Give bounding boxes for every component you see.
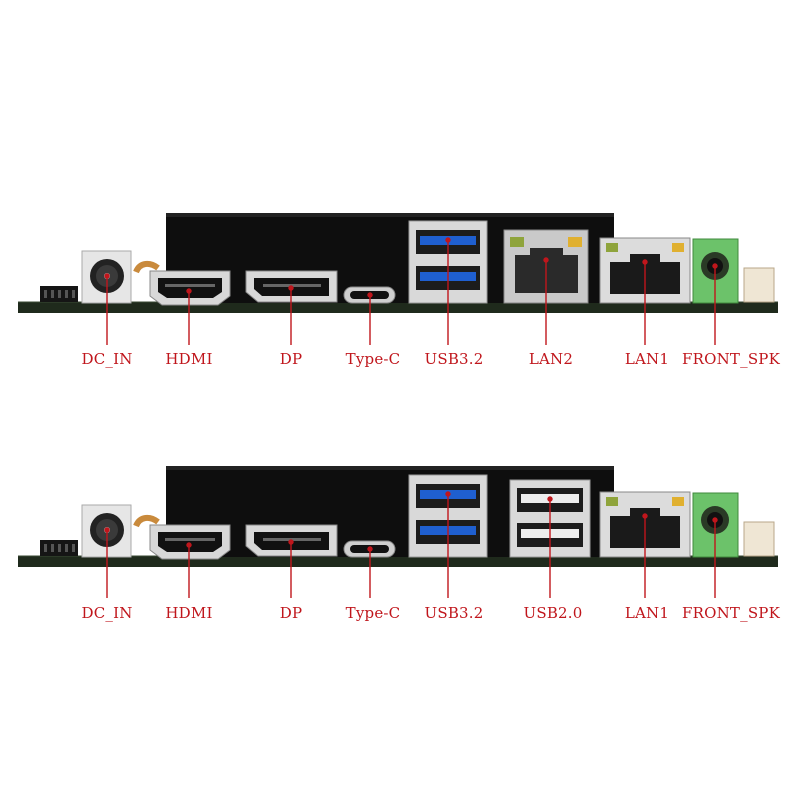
header-connector	[743, 267, 775, 303]
label-front-spk: FRONT_SPK	[681, 604, 781, 622]
label-dc-in: DC_IN	[81, 350, 133, 368]
label-usb20: USB2.0	[523, 604, 583, 622]
label-dp: DP	[279, 350, 303, 368]
label-usb32: USB3.2	[424, 604, 484, 622]
header-connector	[743, 521, 775, 557]
label-usb32: USB3.2	[424, 350, 484, 368]
label-lan2: LAN2	[528, 350, 574, 368]
label-lan1: LAN1	[624, 350, 670, 368]
board-illustration-bottom	[18, 466, 778, 598]
label-hdmi: HDMI	[165, 604, 213, 622]
label-type-c: Type-C	[345, 604, 401, 622]
label-dc-in: DC_IN	[81, 604, 133, 622]
label-front-spk: FRONT_SPK	[681, 350, 781, 368]
pcb-board	[18, 302, 778, 313]
hdmi-port	[149, 524, 231, 560]
label-hdmi: HDMI	[165, 350, 213, 368]
hdmi-port	[149, 270, 231, 306]
label-type-c: Type-C	[345, 350, 401, 368]
board-illustration-top	[18, 213, 778, 345]
label-lan1: LAN1	[624, 604, 670, 622]
pcb-board	[18, 556, 778, 567]
board-variant-usb20: DC_IN HDMI DP Type-C USB3.2 USB2.0 LAN1 …	[0, 400, 800, 800]
board-variant-lan2: DC_IN HDMI DP Type-C USB3.2 LAN2 LAN1 FR…	[18, 213, 781, 368]
label-dp: DP	[279, 604, 303, 622]
